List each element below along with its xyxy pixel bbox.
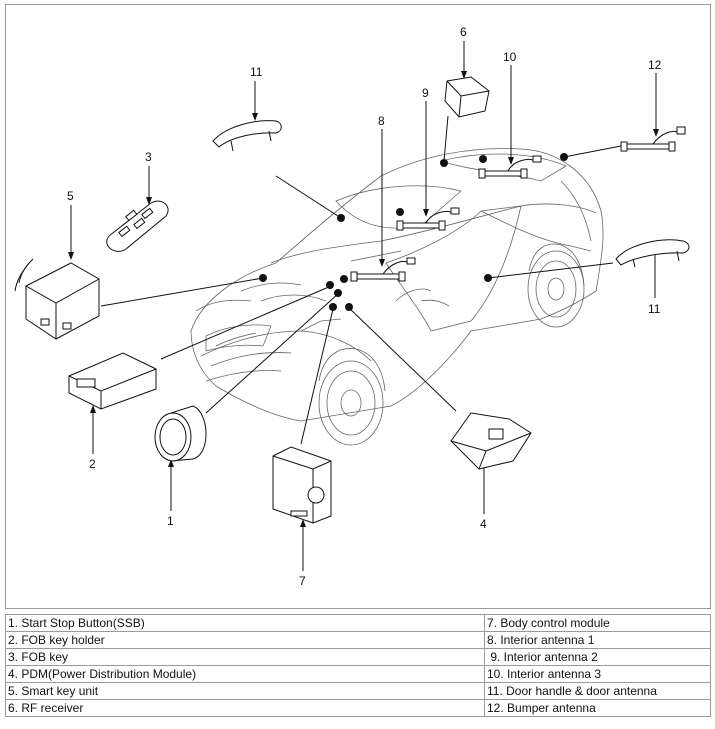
interior-antenna-3-icon bbox=[478, 155, 542, 179]
legend-item: 2. FOB key holder bbox=[5, 631, 485, 649]
location-dots bbox=[259, 153, 568, 311]
legend-item: 3. FOB key bbox=[5, 648, 485, 666]
legend-item: 11. Door handle & door antenna bbox=[484, 682, 711, 700]
callout-7: 7 bbox=[299, 574, 306, 588]
legend-item: 7. Body control module bbox=[484, 614, 711, 632]
legend-item: 6. RF receiver bbox=[5, 699, 485, 717]
callout-11-right: 11 bbox=[648, 302, 661, 316]
arrow-heads bbox=[68, 71, 659, 527]
legend-item: 8. Interior antenna 1 bbox=[484, 631, 711, 649]
bumper-antenna-icon bbox=[620, 126, 686, 152]
pdm-icon bbox=[450, 412, 532, 470]
legend-item: 1. Start Stop Button(SSB) bbox=[5, 614, 485, 632]
callout-9: 9 bbox=[422, 86, 429, 100]
legend-row: 5. Smart key unit 11. Door handle & door… bbox=[5, 682, 711, 700]
legend-row: 2. FOB key holder 8. Interior antenna 1 bbox=[5, 631, 711, 649]
body-control-module-icon bbox=[272, 446, 332, 524]
callout-10: 10 bbox=[503, 50, 517, 64]
legend-table: 1. Start Stop Button(SSB) 7. Body contro… bbox=[5, 614, 711, 717]
leader-lines bbox=[70, 41, 657, 571]
fob-key-icon bbox=[106, 200, 169, 252]
callout-3: 3 bbox=[145, 150, 152, 164]
door-handle-antenna-icon bbox=[212, 120, 282, 152]
callout-labels: 11 3 5 6 9 10 8 12 11 2 1 7 4 bbox=[67, 25, 662, 588]
interior-antenna-1-icon bbox=[350, 257, 416, 282]
callout-2: 2 bbox=[89, 457, 96, 471]
legend-row: 3. FOB key 9. Interior antenna 2 bbox=[5, 648, 711, 666]
legend-item: 12. Bumper antenna bbox=[484, 699, 711, 717]
component-location-diagram: 11 3 5 6 9 10 8 12 11 2 1 7 4 bbox=[5, 4, 711, 609]
callout-1: 1 bbox=[167, 514, 174, 528]
legend-row: 6. RF receiver 12. Bumper antenna bbox=[5, 699, 711, 717]
legend-item: 4. PDM(Power Distribution Module) bbox=[5, 665, 485, 683]
start-stop-button-icon bbox=[154, 405, 207, 462]
callout-12: 12 bbox=[648, 58, 662, 72]
callout-5: 5 bbox=[67, 189, 74, 203]
callout-8: 8 bbox=[378, 114, 385, 128]
smart-key-unit-icon bbox=[14, 258, 100, 340]
interior-antenna-2-icon bbox=[396, 207, 460, 231]
legend-item: 5. Smart key unit bbox=[5, 682, 485, 700]
legend-row: 1. Start Stop Button(SSB) 7. Body contro… bbox=[5, 614, 711, 632]
door-handle-antenna-icon bbox=[615, 239, 690, 268]
callout-6: 6 bbox=[460, 25, 467, 39]
car-outline bbox=[190, 148, 604, 446]
callout-4: 4 bbox=[480, 517, 487, 531]
legend-item: 9. Interior antenna 2 bbox=[484, 648, 711, 666]
rf-receiver-icon bbox=[444, 76, 490, 118]
fob-key-holder-icon bbox=[68, 352, 157, 410]
callout-11-top: 11 bbox=[250, 65, 263, 79]
legend-row: 4. PDM(Power Distribution Module) 10. In… bbox=[5, 665, 711, 683]
legend-item: 10. Interior antenna 3 bbox=[484, 665, 711, 683]
